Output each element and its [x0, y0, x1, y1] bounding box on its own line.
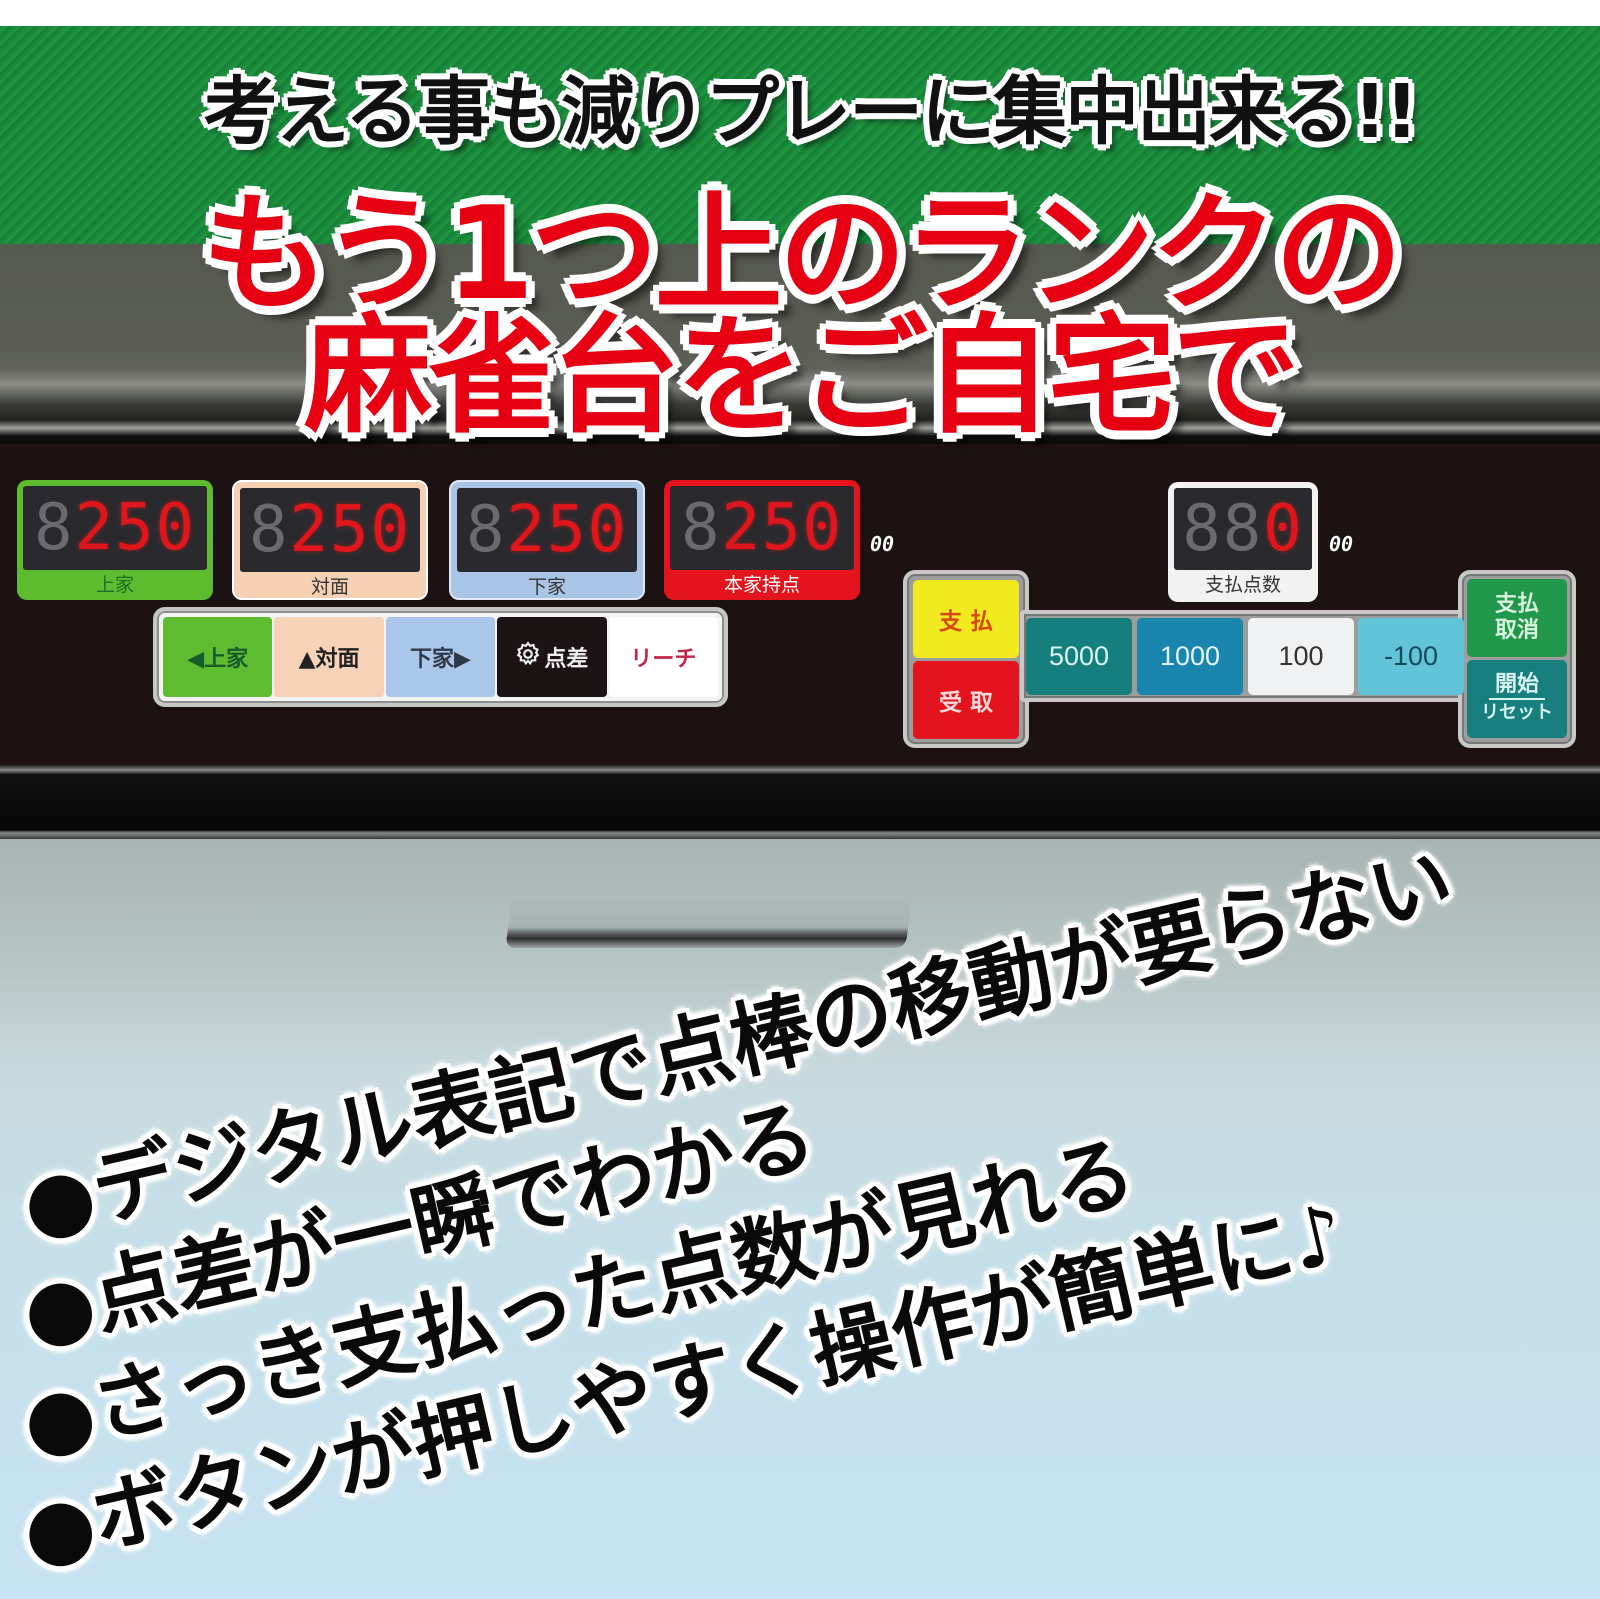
- button-label-line1: 支払: [1494, 592, 1539, 617]
- score-label: 対面: [310, 576, 349, 598]
- score-value: 250: [289, 493, 412, 567]
- table-body: [0, 839, 1600, 1599]
- amount-minus-100-button[interactable]: -100: [1358, 618, 1464, 695]
- gear-icon: [515, 641, 541, 673]
- score-value: 250: [506, 493, 629, 567]
- tensa-button[interactable]: 点差: [497, 617, 607, 697]
- riichi-button[interactable]: リーチ: [608, 617, 719, 697]
- score-label: 下家: [527, 576, 566, 598]
- headline-main-line1: もう1つ上のランクの: [201, 180, 1402, 329]
- score-label: 本家持点: [723, 574, 800, 596]
- button-label: 受 取: [938, 690, 993, 716]
- amount-100-button[interactable]: 100: [1248, 618, 1354, 695]
- button-label: 5000: [1048, 641, 1110, 671]
- receive-button[interactable]: 受 取: [913, 661, 1019, 739]
- button-label: 下家▶: [410, 647, 471, 672]
- toimen-button[interactable]: ▲対面: [274, 617, 384, 697]
- button-label: 1000: [1159, 641, 1221, 671]
- headline-main-line2: 麻雀台をご自宅で: [303, 302, 1300, 451]
- payment-unit: 00: [1329, 532, 1354, 556]
- button-label: -100: [1383, 641, 1439, 671]
- dim-digits: 88: [1182, 492, 1264, 566]
- payment-label: 支払点数: [1204, 574, 1281, 596]
- dim-digit: 8: [465, 493, 507, 567]
- button-label: 100: [1278, 641, 1324, 671]
- green-felt-table-surface: [0, 26, 1600, 244]
- panel-bottom-edge: [0, 764, 1600, 839]
- score-label: 上家: [95, 574, 134, 596]
- button-label-line2: リセット: [1481, 702, 1553, 723]
- cancel-payment-button[interactable]: 支払 取消: [1467, 579, 1567, 657]
- pay-button[interactable]: 支 払: [913, 580, 1019, 658]
- amount-1000-button[interactable]: 1000: [1137, 618, 1243, 695]
- drawer-handle: [505, 896, 913, 948]
- payment-value: 0: [1263, 492, 1304, 566]
- score-value: 250: [74, 491, 197, 565]
- kamicha-button[interactable]: ◀上家: [163, 617, 273, 697]
- dim-digit: 8: [680, 491, 722, 565]
- start-reset-button[interactable]: 開始 リセット: [1467, 660, 1567, 738]
- button-label: ◀上家: [187, 647, 249, 672]
- amount-5000-button[interactable]: 5000: [1026, 618, 1132, 695]
- button-label: リーチ: [630, 647, 697, 672]
- direction-button-strip: ◀上家 ▲対面 下家▶ 点差 リーチ: [153, 607, 728, 707]
- button-label: 点差: [544, 647, 589, 672]
- dim-digit: 8: [33, 491, 75, 565]
- score-value: 250: [721, 491, 844, 565]
- table-rail: [0, 244, 1600, 444]
- headline-sub: 考える事も減りプレーに集中出来る!!: [203, 69, 1418, 155]
- button-label: 支 払: [938, 609, 993, 635]
- dim-digit: 8: [248, 493, 290, 567]
- shimocha-button[interactable]: 下家▶: [385, 617, 496, 697]
- button-label-line1: 開始: [1488, 672, 1545, 700]
- button-label: ▲対面: [298, 647, 360, 672]
- button-label-line2: 取消: [1494, 618, 1539, 643]
- score-unit: 00: [870, 532, 895, 556]
